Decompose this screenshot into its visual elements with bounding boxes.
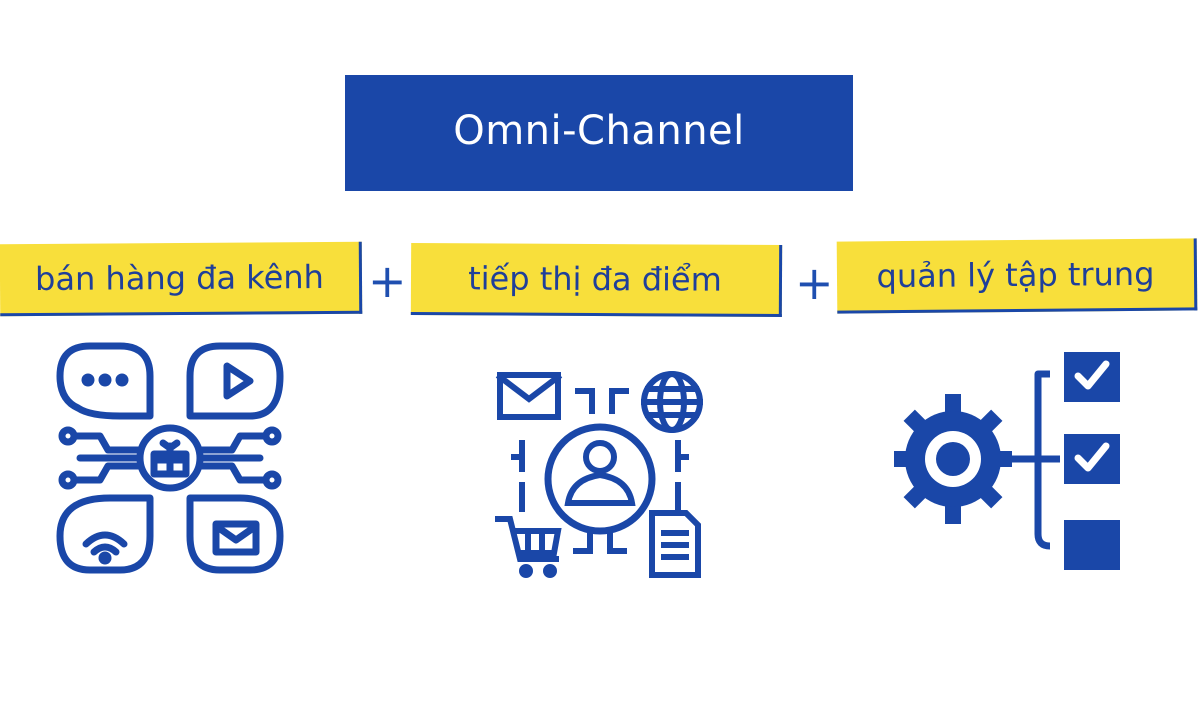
multipoint-marketing-icon: AI [492,367,708,579]
title-banner: Omni-Channel [345,75,853,191]
ai-label: AI [584,480,602,498]
label-pill-sales: bán hàng đa kênh [0,241,363,317]
omnichannel-network-icon [50,338,290,578]
plus-sign: + [368,254,407,308]
label-marketing: tiếp thị đa điểm [468,258,722,299]
page-title: Omni-Channel [453,108,745,154]
label-pill-management: quản lý tập trung [836,238,1198,314]
label-pill-marketing: tiếp thị đa điểm [410,243,783,317]
plus-sign: + [795,256,834,310]
centralized-management-icon [890,344,1126,576]
label-sales: bán hàng đa kênh [34,257,324,298]
label-management: quản lý tập trung [876,254,1155,295]
